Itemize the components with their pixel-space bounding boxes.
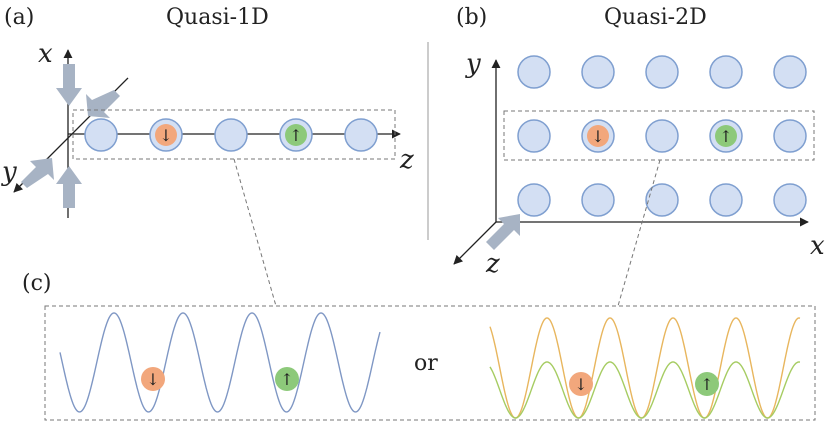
site-disc [581,55,615,89]
atom-up-disc [275,367,299,391]
chain-1d: ↓↑ [84,118,378,152]
site-disc [645,183,679,217]
panel-c: (c) or ↓ ↑ ↓ ↑ [22,271,816,421]
spin-down-arrow: ↓ [159,126,172,145]
beam-arrow-upper-right [86,90,120,118]
beam-arrow-b [486,214,520,250]
lattice-site [84,118,118,152]
beam-arrows-a [21,64,120,208]
panel-a: (a) Quasi-1D x y z ↓↑ [1,5,414,218]
lattice-site [214,118,248,152]
beam-arrow-bottom [56,166,82,208]
atom-up-disc [695,372,719,396]
site-disc [709,55,743,89]
axis-b-y-label: y [465,49,481,79]
connector-a-to-c [233,158,277,307]
atom-down-disc [141,367,165,391]
spin-down-arrow: ↓ [591,127,604,146]
beam-arrow-lower-left [21,158,54,188]
beam-arrow-top [56,64,82,106]
potential-curve-orange [489,317,801,419]
spin-up-arrow: ↑ [719,127,732,146]
lattice-site [645,119,679,153]
panel-a-title: Quasi-1D [166,5,269,30]
spin-down-arrow: ↓ [146,370,159,389]
lattice-site [773,183,807,217]
lattice-site [517,55,551,89]
atom-up-disc [715,125,737,147]
lattice-site [709,55,743,89]
atom-down-c-right: ↓ [569,372,593,396]
atom-down-disc [155,124,177,146]
panel-b-title: Quasi-2D [604,5,707,30]
lattice-site [517,119,551,153]
row-box-b [503,110,815,161]
lattice-site [344,118,378,152]
lattice-site [581,55,615,89]
site-disc [344,118,378,152]
lattice-site [773,55,807,89]
atom-up-disc [285,124,307,146]
site-disc [773,55,807,89]
axis-a-z-label: z [399,145,414,175]
spin-up-arrow: ↑ [700,375,713,394]
atom-up-c-right: ↑ [695,372,719,396]
axis-b-z-label: z [485,249,500,279]
potential-curve-green [489,361,801,419]
axis-b-z [453,221,497,265]
site-disc [773,183,807,217]
axis-a-y-label: y [1,157,17,187]
spin-up-arrow: ↑ [280,370,293,389]
lattice-site [517,183,551,217]
lattice-site [645,55,679,89]
lattice-site [581,183,615,217]
axis-b-x-label: x [810,231,825,261]
site-disc [709,183,743,217]
potential-curve-blue [59,312,381,413]
potential-box [44,305,816,421]
lattice-site-down: ↓ [149,118,183,152]
site-disc [645,119,679,153]
site-disc [517,183,551,217]
atom-down-disc [587,125,609,147]
atom-down-c-left: ↓ [141,367,165,391]
lattice-site-down: ↓ [581,119,615,153]
or-label: or [414,351,438,376]
site-disc [517,55,551,89]
lattice-site [773,119,807,153]
axis-a-x-label: x [38,39,53,69]
spin-up-arrow: ↑ [289,126,302,145]
site-disc [517,119,551,153]
spin-down-arrow: ↓ [574,375,587,394]
lattice-site [645,183,679,217]
site-disc [645,55,679,89]
atom-up-c-left: ↑ [275,367,299,391]
panel-b-tag: (b) [456,5,487,30]
atom-down-disc [569,372,593,396]
panel-b: (b) Quasi-2D y x z ↓↑ [453,5,825,279]
panel-a-tag: (a) [4,5,34,30]
site-disc [214,118,248,152]
lattice-site-up: ↑ [279,118,313,152]
site-disc [773,119,807,153]
lattice-site [709,183,743,217]
lattice-2d: ↓↑ [517,55,807,217]
connector-b-to-c [617,159,661,307]
site-disc [84,118,118,152]
lattice-site-up: ↑ [709,119,743,153]
site-disc [581,183,615,217]
panel-c-tag: (c) [22,271,52,296]
